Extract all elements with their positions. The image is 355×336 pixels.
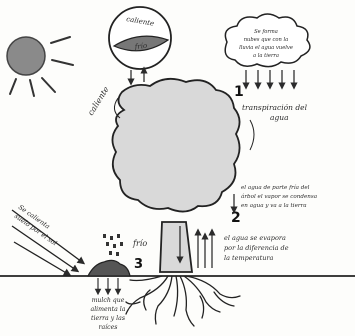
water-drops: [103, 234, 123, 256]
rain-lines: [246, 70, 294, 86]
tree-roots: [126, 276, 240, 326]
mulch-line-4: raíces: [99, 324, 118, 331]
tree-trunk: [160, 222, 192, 272]
mulch-line-1: mulch que: [92, 297, 125, 304]
tree-crown: [112, 79, 239, 212]
mulch-mound: [88, 260, 130, 276]
ground-water-line-3: la temperatura: [224, 254, 274, 262]
mulch-arrows: [98, 278, 118, 292]
cold-side-line-3: en agua y va a la tierra: [241, 203, 307, 209]
step-2-number: 2: [231, 210, 241, 226]
transpiration-line-1: transpiración del: [242, 103, 308, 112]
caliente-left-label: caliente: [86, 85, 111, 117]
ground-water-line-2: por la diferencia de: [224, 244, 289, 252]
mulch-line-3: tierra y las: [91, 315, 125, 322]
cold-side-line-2: árbol el vapor se condensa: [241, 193, 317, 200]
cloud-text-1: Se forma: [254, 29, 278, 35]
cloud-text-2: nubes que con la: [244, 37, 289, 43]
cloud-text-3: lluvia el agua vuelve: [239, 45, 293, 51]
transpiration-line-2: agua: [270, 113, 289, 122]
step-1-number: 1: [234, 84, 244, 100]
cold-side-line-1: el agua de parte fría del: [241, 184, 310, 191]
evaporation-arrows: [198, 232, 212, 268]
mulch-line-2: alimenta la: [91, 306, 126, 313]
cloud-text-4: a la tierra: [253, 53, 279, 59]
step-3-number: 3: [134, 257, 143, 272]
ground-water-line-1: el agua se evapora: [224, 234, 286, 242]
lens-bottom-label: frío: [133, 42, 147, 51]
frio-label: frío: [132, 239, 147, 248]
sun-icon: [7, 37, 45, 75]
